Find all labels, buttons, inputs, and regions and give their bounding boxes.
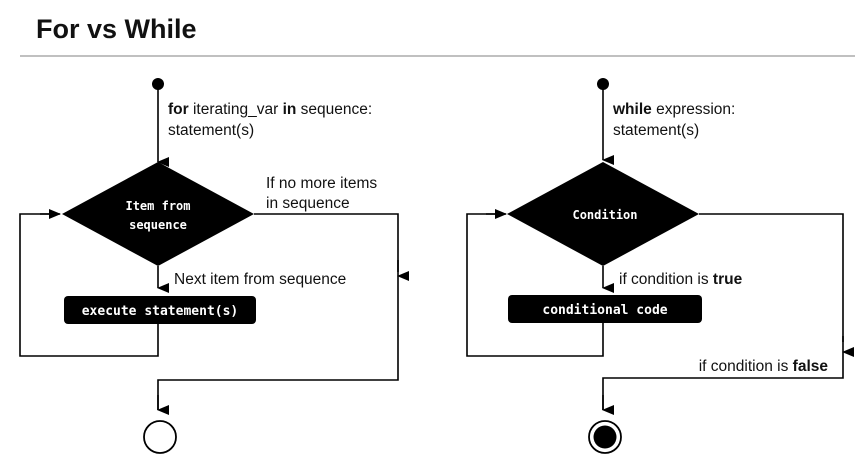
for-header-line2: statement(s) [168,122,254,139]
for-next-label: Next item from sequence [174,271,346,288]
while-loop-diagram: while expression: statement(s) Condition… [466,78,854,454]
for-decision-diamond [62,162,254,266]
while-process-box [508,295,702,323]
while-false-label: if condition is false [699,358,829,375]
for-decision-label-line1: Item from [125,199,190,213]
for-loop-diagram: for iterating_var in sequence: statement… [19,78,409,454]
while-header-line1: while expression: [612,101,735,118]
while-decision-label: Condition [572,208,637,222]
for-process-label: execute statement(s) [82,304,239,319]
while-process-label: conditional code [542,303,667,318]
while-true-label: if condition is true [619,271,743,288]
for-header-line1: for iterating_var in sequence: [168,101,372,118]
for-decision-label-line2: sequence [129,218,187,232]
for-exit-label-line1: If no more items [266,175,377,192]
page-title: For vs While [36,14,197,44]
while-false-path [699,213,844,342]
while-end-node-core [593,425,617,449]
for-end-node [143,420,177,454]
while-header-line2: statement(s) [613,122,699,139]
while-decision-diamond [507,162,699,266]
for-exit-label-line2: in sequence [266,195,350,212]
for-loop-back-path [19,213,159,357]
for-exit-path [254,213,399,272]
for-process-box [64,296,256,324]
while-loop-back-path [466,213,604,357]
while-false-path-lower [602,352,844,410]
